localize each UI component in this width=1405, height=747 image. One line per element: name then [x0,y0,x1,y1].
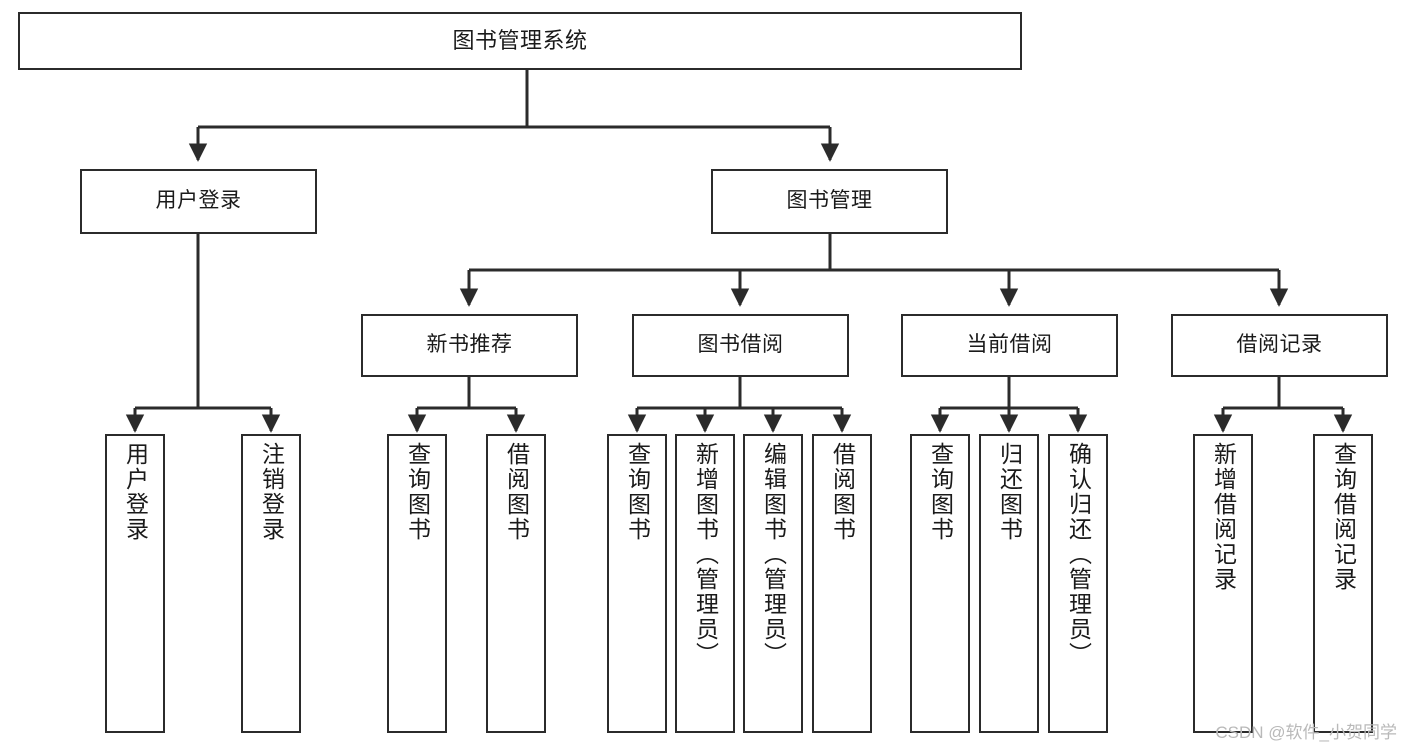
leaf-current-return-book[interactable]: 归还图书 [979,434,1039,733]
leaf-borrow-borrow-book[interactable]: 借阅图书 [812,434,872,733]
node-label: 查询借阅记录 [1330,442,1357,592]
node-label: 图书管理 [786,189,873,213]
node-label: 编辑图书（管理员） [760,442,787,667]
leaf-borrow-query-book[interactable]: 查询图书 [607,434,667,733]
node-label: 查询图书 [404,442,431,542]
leaf-records-query-record[interactable]: 查询借阅记录 [1313,434,1373,733]
node-book-management[interactable]: 图书管理 [711,169,948,234]
node-current-borrow[interactable]: 当前借阅 [901,314,1118,377]
node-label: 注销登录 [258,442,285,542]
node-label: 查询图书 [927,442,954,542]
node-label: 新书推荐 [426,333,513,357]
watermark: CSDN @软件_小贺同学 [1215,723,1397,742]
node-root-system[interactable]: 图书管理系统 [18,12,1022,70]
leaf-new-book-query[interactable]: 查询图书 [387,434,447,733]
node-label: 借阅图书 [829,442,856,542]
node-label: 借阅记录 [1236,333,1323,357]
leaf-records-add-record[interactable]: 新增借阅记录 [1193,434,1253,733]
node-label: 确认归还（管理员） [1065,442,1092,667]
node-label: 归还图书 [996,442,1023,542]
node-label: 当前借阅 [966,333,1053,357]
leaf-borrow-add-book[interactable]: 新增图书（管理员） [675,434,735,733]
node-label: 用户登录 [155,189,242,213]
leaf-current-confirm-return[interactable]: 确认归还（管理员） [1048,434,1108,733]
node-new-book-recommend[interactable]: 新书推荐 [361,314,578,377]
node-user-login[interactable]: 用户登录 [80,169,317,234]
node-book-borrow[interactable]: 图书借阅 [632,314,849,377]
node-label: 查询图书 [624,442,651,542]
leaf-new-book-borrow[interactable]: 借阅图书 [486,434,546,733]
node-label: 图书管理系统 [452,28,588,54]
leaf-borrow-edit-book[interactable]: 编辑图书（管理员） [743,434,803,733]
leaf-user-login-signin[interactable]: 用户登录 [105,434,165,733]
leaf-user-login-signout[interactable]: 注销登录 [241,434,301,733]
leaf-current-query-book[interactable]: 查询图书 [910,434,970,733]
node-label: 新增图书（管理员） [692,442,719,667]
node-label: 借阅图书 [503,442,530,542]
node-label: 新增借阅记录 [1210,442,1237,592]
node-label: 用户登录 [122,442,149,542]
node-label: 图书借阅 [697,333,784,357]
node-borrow-records[interactable]: 借阅记录 [1171,314,1388,377]
